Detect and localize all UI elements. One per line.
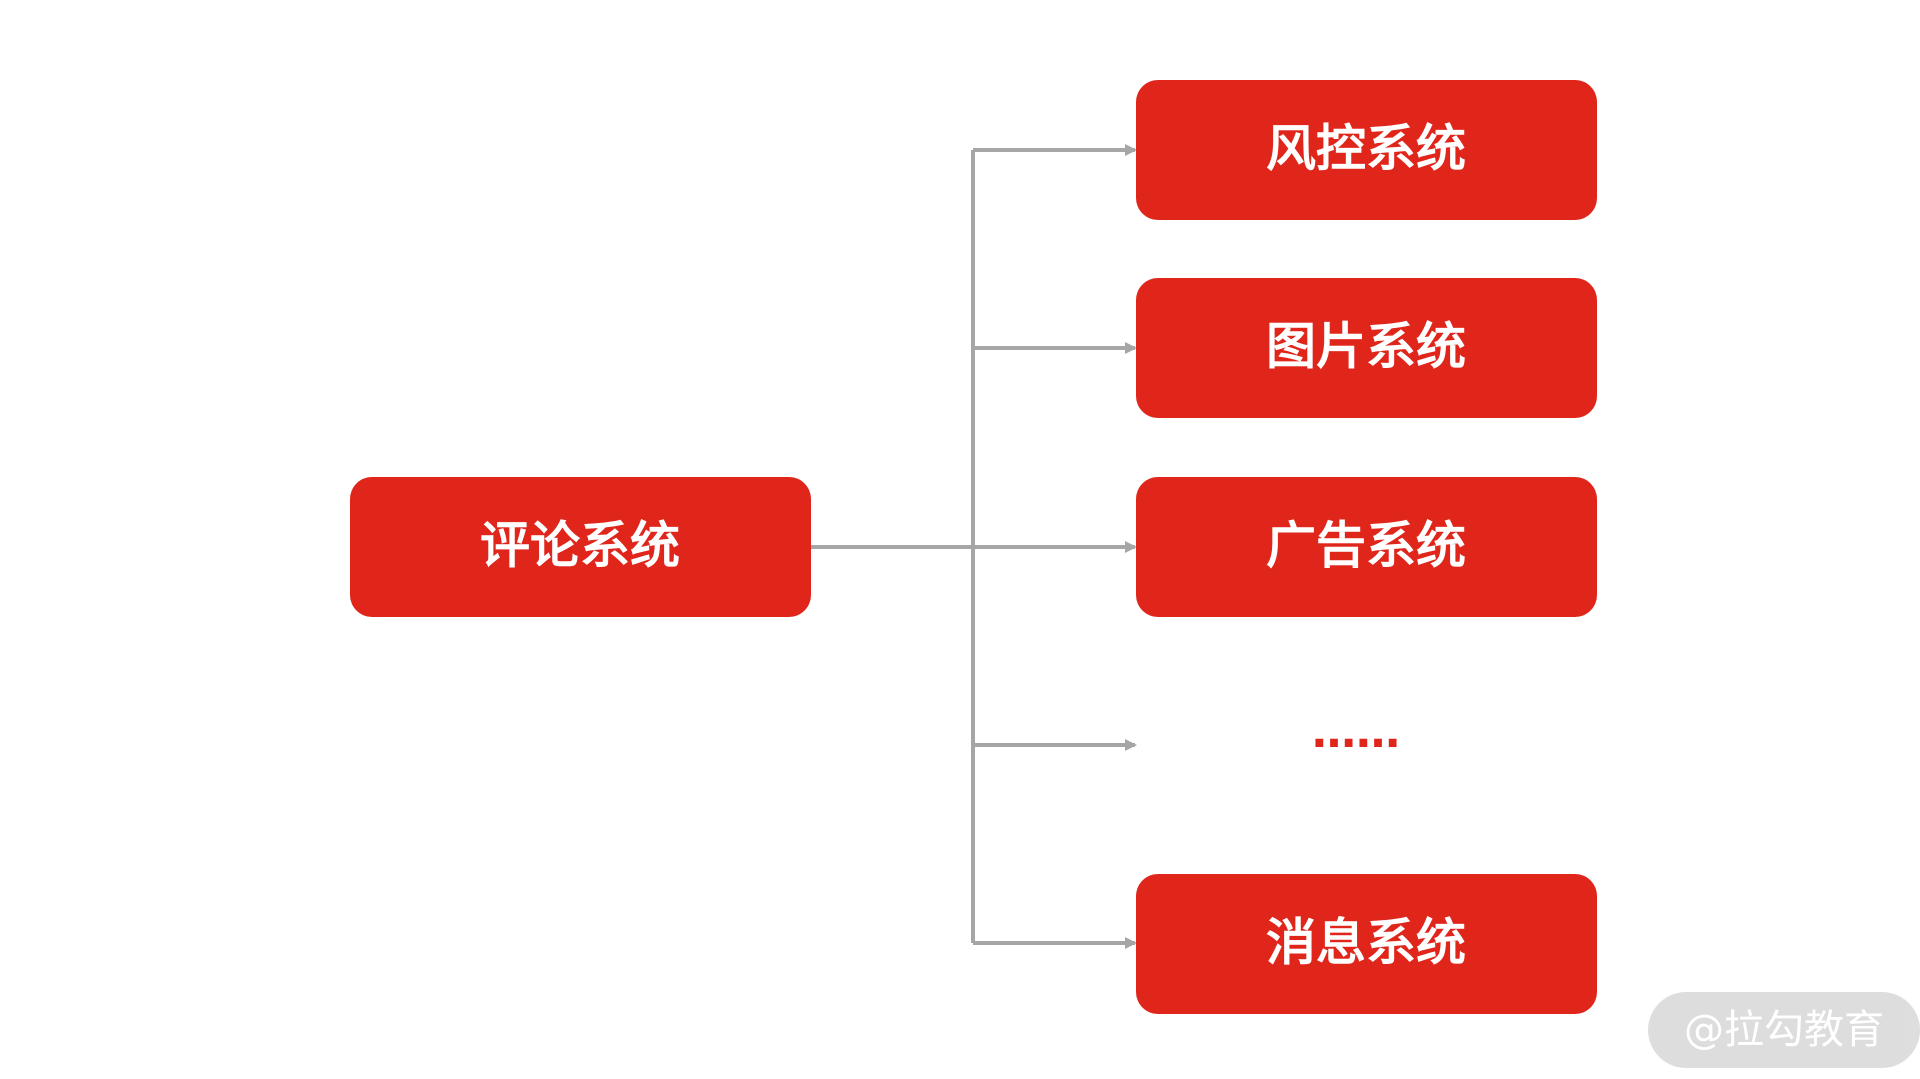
node-target-2-box: [1136, 278, 1597, 418]
watermark-badge: @拉勾教育: [1648, 992, 1920, 1068]
node-target-2: 图片系统: [1136, 278, 1597, 418]
node-source-label: 评论系统: [480, 517, 680, 575]
watermark-text: @拉勾教育: [1684, 1007, 1884, 1053]
node-target-1: 风控系统: [1136, 80, 1597, 220]
node-source-box: [350, 477, 811, 617]
node-target-3-box: [1136, 477, 1597, 617]
connectors: [811, 144, 1137, 949]
node-target-ellipsis: ……: [1312, 707, 1400, 758]
node-target-ellipsis-label: ……: [1312, 707, 1400, 758]
node-target-1-label: 风控系统: [1266, 120, 1466, 178]
node-target-5: 消息系统: [1136, 874, 1597, 1014]
node-target-2-label: 图片系统: [1266, 318, 1466, 376]
node-target-3: 广告系统: [1136, 477, 1597, 617]
node-source: 评论系统: [350, 477, 811, 617]
node-target-5-box: [1136, 874, 1597, 1014]
node-target-1-box: [1136, 80, 1597, 220]
node-target-3-label: 广告系统: [1266, 517, 1466, 575]
node-target-5-label: 消息系统: [1266, 914, 1466, 972]
